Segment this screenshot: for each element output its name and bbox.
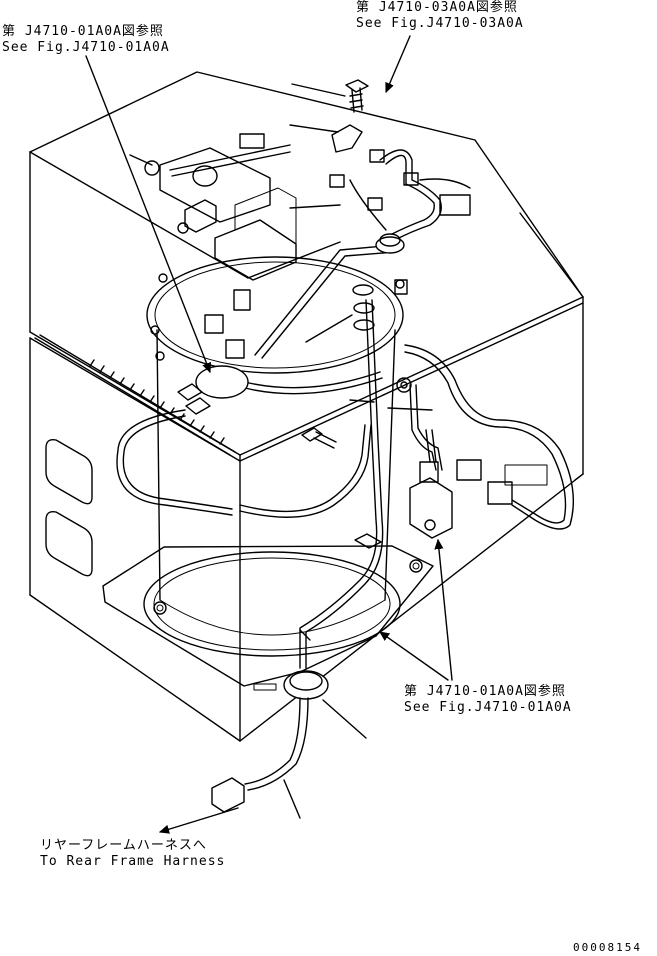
harness-destination-jp: リヤーフレームハーネスへ [40,838,207,853]
cylindrical-tank [146,256,405,636]
spiral-cable [34,334,236,456]
leader-lines [85,35,453,832]
reference-label-top-right: 第 J4710-03A0A図参照 See Fig.J4710-03A0A [356,0,524,32]
side-panel-cutouts [45,438,93,577]
reference-label-en: See Fig.J4710-03A0A [356,16,524,31]
wiring-harness [116,149,575,669]
harness-destination-label: リヤーフレームハーネスへ To Rear Frame Harness [40,838,225,870]
reference-label-jp: 第 J4710-01A0A図参照 [404,684,566,699]
reference-label-en: See Fig.J4710-01A0A [2,40,170,55]
connector-blocks [177,79,548,813]
top-switch-assembly [129,133,297,281]
base-mount-plate [102,545,434,691]
drawing-number: 00008154 [573,941,642,954]
reference-label-jp: 第 J4710-01A0A図参照 [2,24,164,39]
reference-label-mid-right: 第 J4710-01A0A図参照 See Fig.J4710-01A0A [404,684,572,716]
harness-destination-en: To Rear Frame Harness [40,854,226,869]
reference-label-jp: 第 J4710-03A0A図参照 [356,0,518,15]
reference-label-top-left: 第 J4710-01A0A図参照 See Fig.J4710-01A0A [2,24,170,56]
reference-label-en: See Fig.J4710-01A0A [404,700,572,715]
